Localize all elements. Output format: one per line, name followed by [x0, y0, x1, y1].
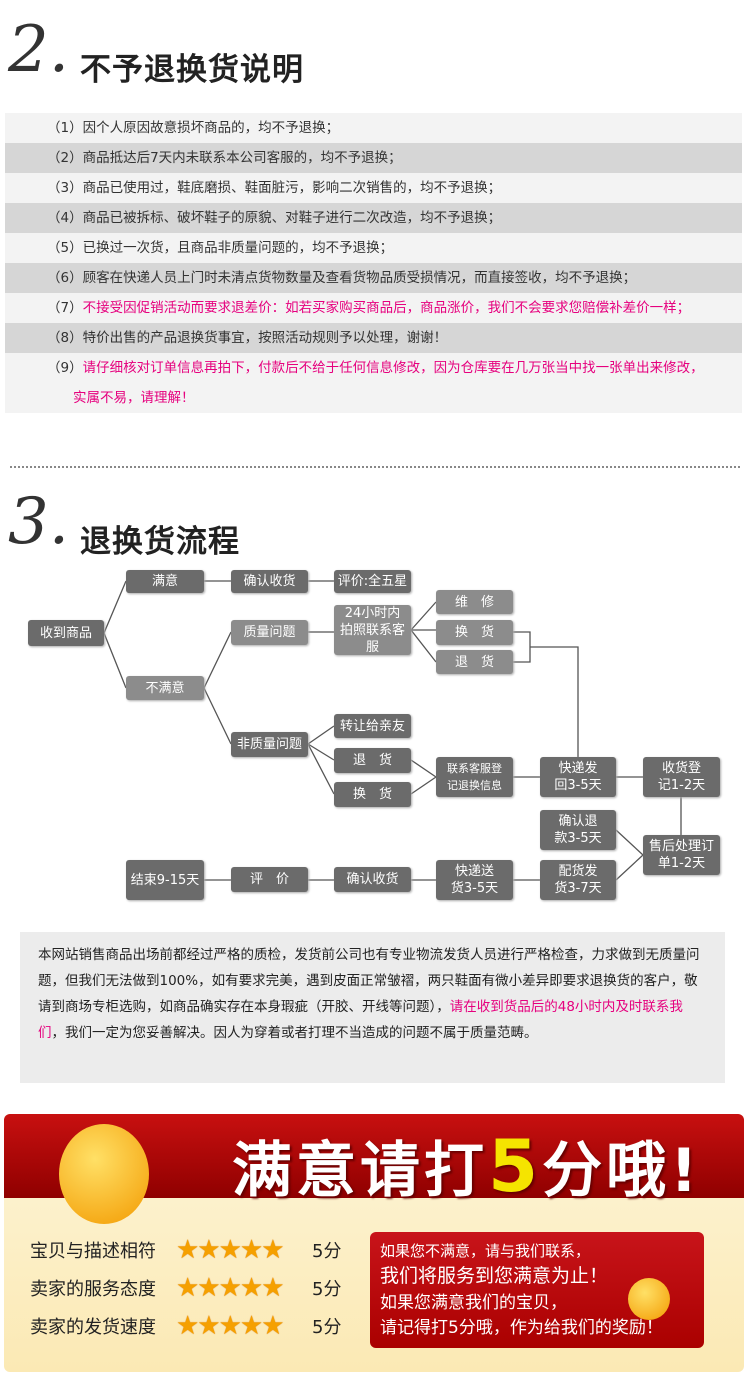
- flow-exchange-nonquality: 换 货: [334, 782, 411, 807]
- message-line: 我们将服务到您满意为止！: [380, 1265, 609, 1287]
- smiley-thumbs-up-icon: [59, 1124, 149, 1224]
- flow-confirm-refund: 确认退款3-5天: [540, 810, 616, 850]
- title-text: 分哦!: [542, 1136, 702, 1206]
- rule-number: （4）: [47, 210, 83, 226]
- flow-ship-back: 快递发回3-5天: [540, 757, 616, 797]
- rating-label: 卖家的发货速度: [30, 1317, 156, 1338]
- flow-review: 评 价: [231, 867, 308, 892]
- rule-text: 商品已使用过，鞋底磨损、鞋面脏污，影响二次销售的，均不予退换；: [82, 180, 502, 196]
- rule-text-cont: 实属不易，请理解！: [73, 390, 195, 406]
- divider: [10, 466, 740, 468]
- note-text: ，我们一定为您妥善解决。因人为穿着或者打理不当造成的问题不属于质量范畴。: [51, 1025, 538, 1041]
- flow-return-nonquality: 退 货: [334, 748, 411, 773]
- flow-end: 结束9-15天: [126, 860, 204, 900]
- flow-deliver: 快递送货3-5天: [436, 860, 513, 900]
- smiley-icon: [628, 1278, 670, 1320]
- rule-text: 商品已被拆标、破坏鞋子的原貌、对鞋子进行二次改造，均不予退换；: [82, 210, 502, 226]
- rule-text: 请仔细核对订单信息再拍下，付款后不给于任何信息修改，因为仓库要在几万张当中找一张…: [82, 360, 704, 376]
- rule-item: （5）已换过一次货，且商品非质量问题的，均不予退换；: [5, 233, 742, 263]
- section-number: 3.: [8, 485, 70, 559]
- rating-label: 宝贝与描述相符: [30, 1241, 156, 1262]
- section-number: 2.: [8, 13, 70, 87]
- flow-transfer: 转让给亲友: [334, 714, 411, 738]
- message-line: 如果您不满意，请与我们联系，: [380, 1242, 591, 1260]
- rule-number: （5）: [47, 240, 83, 256]
- rating-banner: 满意请打5分哦! 宝贝与描述相符★★★★★5分卖家的服务态度★★★★★5分卖家的…: [4, 1114, 744, 1372]
- rule-item: （4）商品已被拆标、破坏鞋子的原貌、对鞋子进行二次改造，均不予退换；: [5, 203, 742, 233]
- rule-text: 商品抵达后7天内未联系本公司客服的，均不予退换；: [82, 150, 402, 166]
- title-five: 5: [488, 1124, 543, 1208]
- flow-photo-contact: 24小时内拍照联系客服: [334, 605, 411, 655]
- rule-text: 顾客在快递人员上门时未清点货物数量及查看货物品质受损情况，而直接签收，均不予退换…: [82, 270, 637, 286]
- rule-number: （1）: [47, 120, 83, 136]
- message-line: 请记得打5分哦，作为给我们的奖励！: [380, 1318, 663, 1338]
- flow-confirm-receipt: 确认收货: [231, 570, 308, 593]
- rule-item: （8）特价出售的产品退换货事宜，按照活动规则予以处理，谢谢！: [5, 323, 742, 353]
- section-title: 不予退换货说明: [80, 52, 304, 88]
- flow-after-sales: 售后处理订单1-2天: [643, 835, 720, 875]
- quality-note: 本网站销售商品出场前都经过严格的质检，发货前公司也有专业物流发货人员进行严格检查…: [20, 932, 725, 1083]
- note-highlight: 请在收到货品后的48小时内及时联系我们: [38, 999, 683, 1041]
- flow-unsatisfied: 不满意: [126, 676, 204, 700]
- rule-item: （9）请仔细核对订单信息再拍下，付款后不给于任何信息修改，因为仓库要在几万张当中…: [5, 353, 742, 413]
- flow-non-quality: 非质量问题: [231, 732, 308, 757]
- flow-return-quality: 退 货: [436, 650, 513, 674]
- flow-connectors: [103, 580, 682, 881]
- flow-confirm-receipt-2: 确认收货: [334, 867, 411, 892]
- banner-title: 满意请打5分哦!: [232, 1122, 701, 1209]
- flow-receive-register: 收货登记1-2天: [643, 757, 720, 797]
- rule-item: （2）商品抵达后7天内未联系本公司客服的，均不予退换；: [5, 143, 742, 173]
- rule-item: （6）顾客在快递人员上门时未清点货物数量及查看货物品质受损情况，而直接签收，均不…: [5, 263, 742, 293]
- rating-score: 5分: [312, 1317, 342, 1338]
- rule-text: 不接受因促销活动而要求退差价：如若买家购买商品后，商品涨价，我们不会要求您赔偿补…: [82, 300, 691, 316]
- rule-number: （2）: [47, 150, 83, 166]
- rule-text: 因个人原因故意损坏商品的，均不予退换；: [82, 120, 340, 136]
- flow-satisfied: 满意: [126, 570, 204, 593]
- flow-dispatch: 配货发货3-7天: [540, 860, 616, 900]
- flow-repair: 维 修: [436, 590, 513, 614]
- rule-item: （3）商品已使用过，鞋底磨损、鞋面脏污，影响二次销售的，均不予退换；: [5, 173, 742, 203]
- message-line: 如果您满意我们的宝贝，: [380, 1293, 567, 1313]
- rule-item: （7）不接受因促销活动而要求退差价：如若买家购买商品后，商品涨价，我们不会要求您…: [5, 293, 742, 323]
- rule-text: 已换过一次货，且商品非质量问题的，均不予退换；: [82, 240, 394, 256]
- rule-number: （9）: [47, 360, 83, 376]
- rating-score: 5分: [312, 1241, 342, 1262]
- title-text: 满意请打: [232, 1136, 488, 1206]
- note-text: 本网站销售商品出场前都经过严格的质检，发货前公司也有专业物流发货人员进行严格检查…: [38, 947, 700, 1015]
- rating-row: 卖家的服务态度 ★★★★★ 5分: [30, 1273, 341, 1303]
- section-title: 退换货流程: [80, 524, 240, 560]
- rating-row: 卖家的发货速度 ★★★★★ 5分: [30, 1311, 341, 1341]
- star-rating-icon: ★★★★★: [176, 1273, 285, 1303]
- rating-score: 5分: [312, 1279, 342, 1300]
- flow-received: 收到商品: [28, 620, 104, 646]
- rule-text: 特价出售的产品退换货事宜，按照活动规则予以处理，谢谢！: [82, 330, 448, 346]
- flow-review-5star: 评价:全五星: [334, 570, 411, 593]
- rule-number: （7）: [47, 300, 83, 316]
- rating-label: 卖家的服务态度: [30, 1279, 156, 1300]
- star-rating-icon: ★★★★★: [176, 1311, 285, 1341]
- flow-quality-issue: 质量问题: [231, 620, 308, 645]
- rating-row: 宝贝与描述相符 ★★★★★ 5分: [30, 1235, 341, 1265]
- flow-exchange-quality: 换 货: [436, 620, 513, 645]
- message-box: 如果您不满意，请与我们联系， 我们将服务到您满意为止！ 如果您满意我们的宝贝， …: [370, 1232, 704, 1348]
- star-rating-icon: ★★★★★: [176, 1235, 285, 1265]
- rule-number: （6）: [47, 270, 83, 286]
- rule-item: （1）因个人原因故意损坏商品的，均不予退换；: [5, 113, 742, 143]
- rule-number: （8）: [47, 330, 83, 346]
- rule-number: （3）: [47, 180, 83, 196]
- no-return-rules-list: （1）因个人原因故意损坏商品的，均不予退换；（2）商品抵达后7天内未联系本公司客…: [5, 113, 742, 413]
- flow-contact-register: 联系客服登记退换信息: [436, 757, 513, 797]
